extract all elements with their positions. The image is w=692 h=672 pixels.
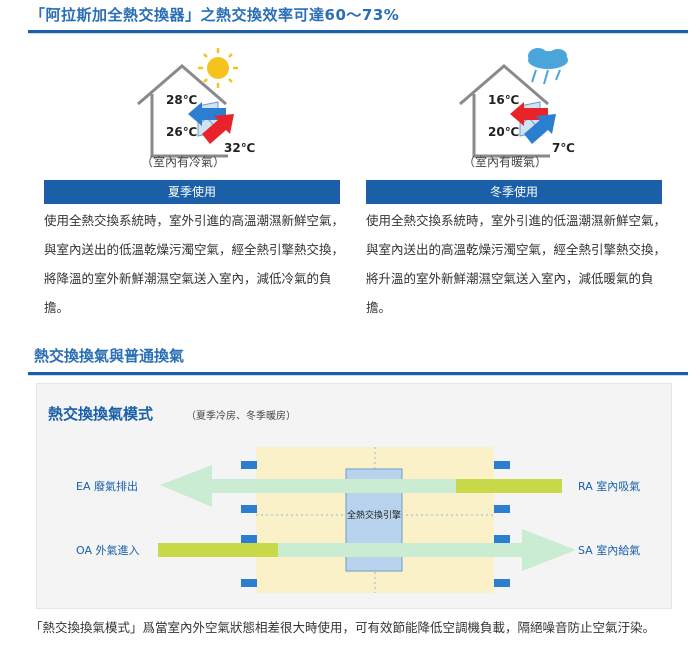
cool-air-arrow [188,102,226,126]
house-icon [459,64,550,158]
warm-air-arrow [202,114,234,144]
duct-port [241,505,257,513]
summer-temp-out: 32℃ [224,141,255,155]
storm-cloud-icon [528,48,568,85]
mode-title: 熱交換換氣模式 [48,405,154,423]
heat-exchange-diagram: 全熱交換引擎 EA 廢氣排出 RA 室內吸氣 OA 外氣進入 SA 室內給氣 [76,447,640,593]
duct-port [494,461,510,469]
ra-label: RA 室內吸氣 [578,479,640,493]
footer-note: 「熱交換換氣模式」爲當室內外空氣狀態相差很大時使用，可有效節能降低空調機負載，隔… [30,620,656,635]
duct-port [241,579,257,587]
winter-temp-in-bottom: 20℃ [488,125,519,139]
duct-port [494,579,510,587]
winter-temp-out: 7℃ [552,141,575,155]
oa-label: OA 外氣進入 [76,543,140,557]
duct-port [494,505,510,513]
exhaust-flow-arrow [160,465,562,507]
summer-caption: （室內有冷氣） [141,155,226,169]
sa-label: SA 室內給氣 [578,543,640,557]
winter-description: 使用全熱交換系統時，室外引進的低溫潮濕新鮮空氣，與室內送出的高溫乾燥污濁空氣，經… [366,213,667,315]
winter-temp-in-top: 16℃ [488,93,519,107]
intake-flow-arrow [158,529,576,571]
section-divider-shadow [28,33,688,34]
winter-usage-band: 冬季使用 [366,180,662,204]
summer-description: 使用全熱交換系統時，室外引進的高溫潮濕新鮮空氣，與室內送出的低溫乾燥污濁空氣，經… [44,213,345,315]
summer-house-diagram: 28℃ 26℃ 32℃ [137,48,255,158]
duct-port [241,461,257,469]
house-icon [137,64,228,158]
summer-temp-in-top: 28℃ [166,93,197,107]
warm-air-arrow [510,102,548,126]
winter-house-diagram: 16℃ 20℃ 7℃ [459,48,575,158]
section-title-efficiency: 「阿拉斯加全熱交換器」之熱交換效率可達60～73% [30,6,400,24]
winter-caption: （室內有暖氣） [463,155,548,169]
section-divider [28,372,688,375]
sun-icon [198,48,238,88]
section-divider [28,30,688,33]
mode-subtitle: （夏季冷房、冬季暖房） [186,411,296,422]
duct-port [494,535,510,543]
duct-port [241,535,257,543]
cool-air-arrow [524,114,556,144]
engine-label: 全熱交換引擎 [347,509,401,521]
section-divider-shadow [28,375,688,376]
summer-temp-in-bottom: 26℃ [166,125,197,139]
section-title-ventilation: 熱交換換氣與普通換氣 [34,347,185,365]
summer-usage-band: 夏季使用 [44,180,340,204]
ea-label: EA 廢氣排出 [76,479,138,493]
